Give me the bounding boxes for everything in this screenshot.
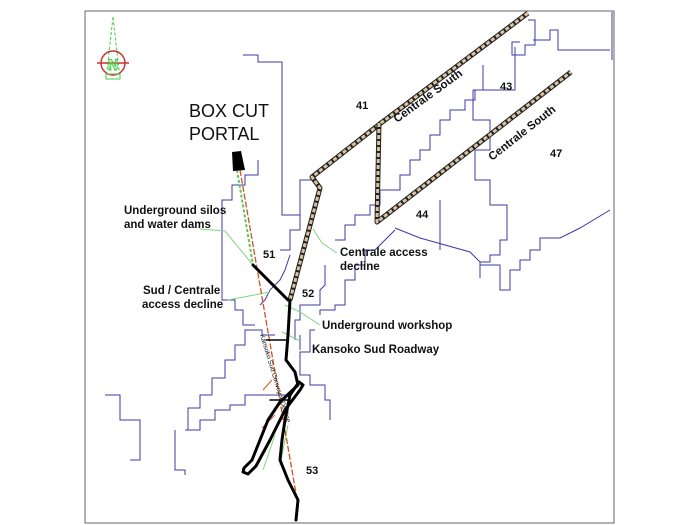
silos-label-line2: and water dams <box>124 219 211 231</box>
centrale-access-label-line2: decline <box>340 261 380 273</box>
box-cut-portal-icon <box>232 151 245 171</box>
workshop-label: Underground workshop <box>322 320 452 332</box>
centrale-south-roads <box>287 10 573 301</box>
north-arrow-icon: N <box>97 16 129 80</box>
map-frame <box>84 10 615 524</box>
zone-44-label: 44 <box>416 209 429 221</box>
zone-41-label: 41 <box>356 100 368 112</box>
silos-label-line1: Underground silos <box>124 205 226 217</box>
sud-centrale-label-line2: access decline <box>142 299 223 311</box>
zone-outlines <box>105 12 613 475</box>
roadway-label: Kansoko Sud Roadway <box>312 344 440 356</box>
box-cut-title-line2: PORTAL <box>189 124 259 144</box>
box-cut-title-line1: BOX CUT <box>189 101 269 121</box>
zone-53-label: 53 <box>306 465 318 477</box>
zone-43-label: 43 <box>500 81 512 93</box>
silo-conveyor-line <box>236 169 254 266</box>
zone-47-label: 47 <box>550 148 562 160</box>
zone-51-label: 51 <box>263 249 275 261</box>
kansoko-sud-roadway <box>241 263 305 522</box>
sud-centrale-label-line1: Sud / Centrale <box>143 285 220 297</box>
conveyor-decline-line <box>239 169 299 506</box>
conveyor-tick <box>262 379 273 391</box>
centrale-access-label-line1: Centrale access <box>340 247 428 259</box>
north-letter: N <box>108 56 118 72</box>
zone-52-label: 52 <box>302 288 314 300</box>
centrale-south-road-label: Centrale South <box>392 68 465 126</box>
